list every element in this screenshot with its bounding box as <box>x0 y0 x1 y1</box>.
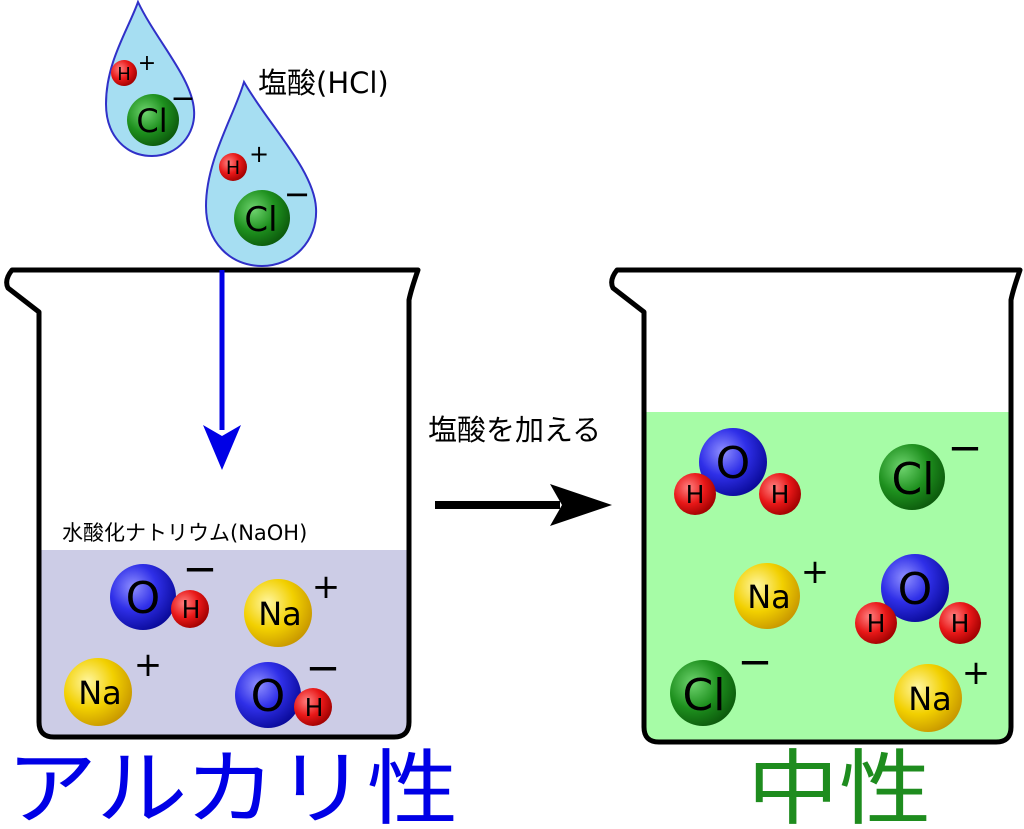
svg-text:O: O <box>126 573 161 624</box>
acid-label: 塩酸(HCl) <box>258 66 389 100</box>
left-beaker-outline <box>4 267 421 740</box>
svg-text:H: H <box>686 480 705 509</box>
svg-text:Na: Na <box>258 595 302 633</box>
add-acid-label: 塩酸を加える <box>428 413 601 447</box>
svg-text:O: O <box>716 438 751 489</box>
pour-arrow <box>203 270 241 470</box>
hydroxide-ion: O H − <box>110 544 218 630</box>
svg-text:−: − <box>737 637 772 686</box>
sodium-ion: Na + <box>64 645 162 726</box>
process-arrow <box>435 484 612 526</box>
cl-ion: Cl − <box>127 81 196 146</box>
svg-text:H: H <box>182 595 201 624</box>
svg-text:−: − <box>284 175 311 213</box>
right-beaker <box>609 267 1023 745</box>
right-beaker-outline <box>609 267 1023 745</box>
chloride-ion: Cl − <box>670 637 773 726</box>
svg-text:+: + <box>801 552 830 592</box>
hcl-drop-1: H + Cl − <box>104 0 196 158</box>
svg-text:−: − <box>170 81 195 116</box>
svg-text:H: H <box>305 693 324 722</box>
svg-text:+: + <box>134 645 163 685</box>
svg-text:H: H <box>226 157 240 179</box>
water-molecule: O H H <box>855 554 981 644</box>
left-beaker <box>4 267 421 740</box>
svg-text:Cl: Cl <box>244 200 277 240</box>
svg-text:+: + <box>962 653 991 693</box>
alkaline-caption: アルカリ性 <box>6 742 458 829</box>
base-label: 水酸化ナトリウム(NaOH) <box>62 521 307 545</box>
h-ion: H + <box>219 140 269 181</box>
water-molecule: O H H <box>674 428 801 515</box>
neutral-caption: 中性 <box>747 742 931 829</box>
hydroxide-ion: O H − <box>235 643 341 728</box>
chloride-ion: Cl − <box>879 423 983 510</box>
sodium-ion: Na + <box>894 653 990 732</box>
svg-text:−: − <box>305 643 340 692</box>
svg-text:H: H <box>771 480 790 509</box>
sodium-ion: Na + <box>244 567 340 647</box>
svg-text:O: O <box>898 564 933 615</box>
svg-text:+: + <box>138 51 156 76</box>
svg-text:Cl: Cl <box>892 454 935 505</box>
h-ion: H + <box>111 51 156 86</box>
svg-text:Na: Na <box>747 578 791 616</box>
svg-text:+: + <box>249 140 269 168</box>
svg-text:Na: Na <box>78 674 122 712</box>
hcl-drop-2: H + Cl − <box>204 79 318 268</box>
svg-text:Cl: Cl <box>683 670 726 721</box>
svg-text:Na: Na <box>908 680 952 718</box>
cl-ion: Cl − <box>234 175 310 246</box>
svg-text:Cl: Cl <box>136 102 167 140</box>
svg-text:−: − <box>947 423 982 472</box>
svg-text:O: O <box>251 671 286 722</box>
sodium-ion: Na + <box>734 552 829 629</box>
svg-text:H: H <box>867 609 886 638</box>
svg-text:+: + <box>312 567 341 607</box>
svg-text:H: H <box>117 64 131 85</box>
svg-text:−: − <box>182 544 217 593</box>
svg-text:H: H <box>951 609 970 638</box>
